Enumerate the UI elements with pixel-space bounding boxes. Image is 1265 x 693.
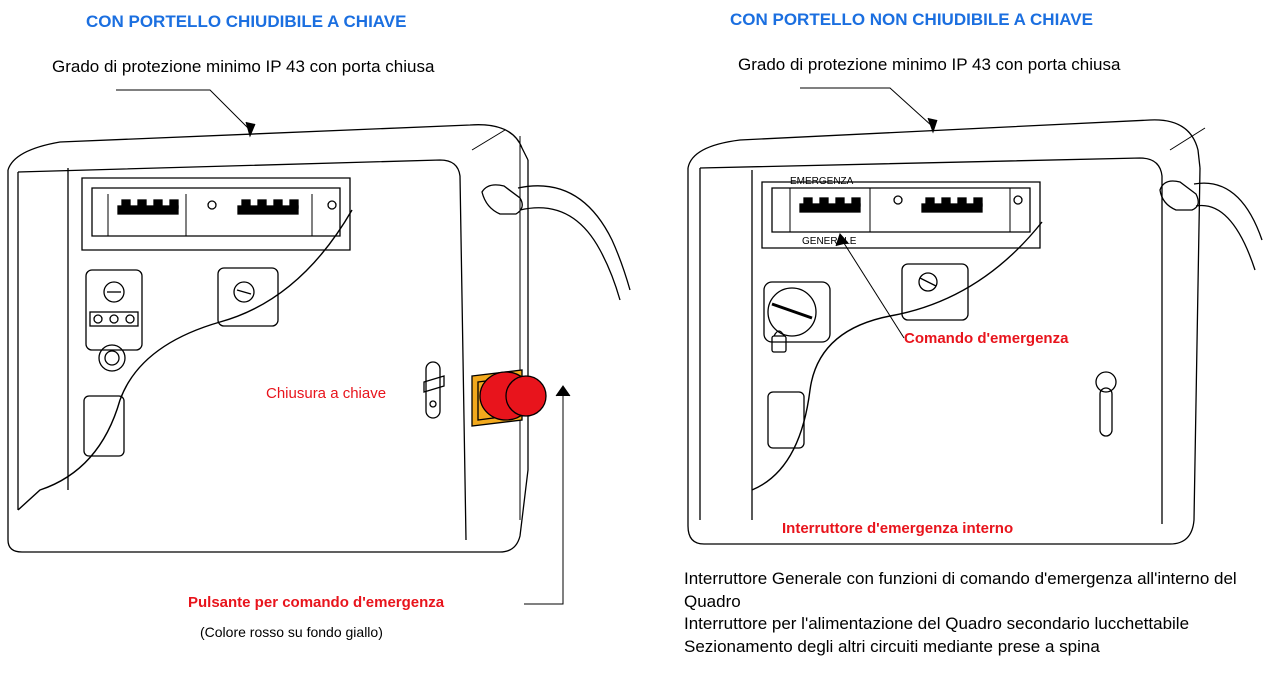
description-list: Interruttore Generale con funzioni di co… [684,568,1254,658]
left-protection-note: Grado di protezione minimo IP 43 con por… [52,57,435,76]
right-cable [1159,180,1263,271]
right-breakers [789,188,1023,232]
right-enclosure [687,87,1263,545]
right-heading: CON PORTELLO NON CHIUDIBILE A CHIAVE [730,10,1093,29]
right-padlock-switch [763,263,969,449]
description-line: Sezionamento degli altri circuiti median… [684,636,1100,656]
left-breakers [107,194,337,236]
breaker-bottom-label: GENERALE [802,236,857,247]
left-enclosure [7,89,631,605]
description-line: Interruttore Generale con funzioni di co… [684,569,1237,611]
key-lock-drawing [423,361,445,419]
door-handle-drawing [1095,371,1117,437]
left-sockets [83,267,279,457]
breaker-top-label: EMERGENZA [790,176,854,187]
left-heading: CON PORTELLO CHIUDIBILE A CHIAVE [86,12,407,31]
right-protection-note: Grado di protezione minimo IP 43 con por… [738,55,1121,74]
left-cable [481,184,631,301]
internal-switch-label: Interruttore d'emergenza interno [782,520,1014,537]
emergency-button-label: Pulsante per comando d'emergenza [188,594,445,611]
key-lock-label: Chiusura a chiave [266,385,387,402]
emergency-command-label: Comando d'emergenza [904,330,1069,347]
emergency-button-drawing [471,369,547,427]
button-color-note: (Colore rosso su fondo giallo) [200,624,383,640]
description-line: Interruttore per l'alimentazione del Qua… [684,614,1190,633]
